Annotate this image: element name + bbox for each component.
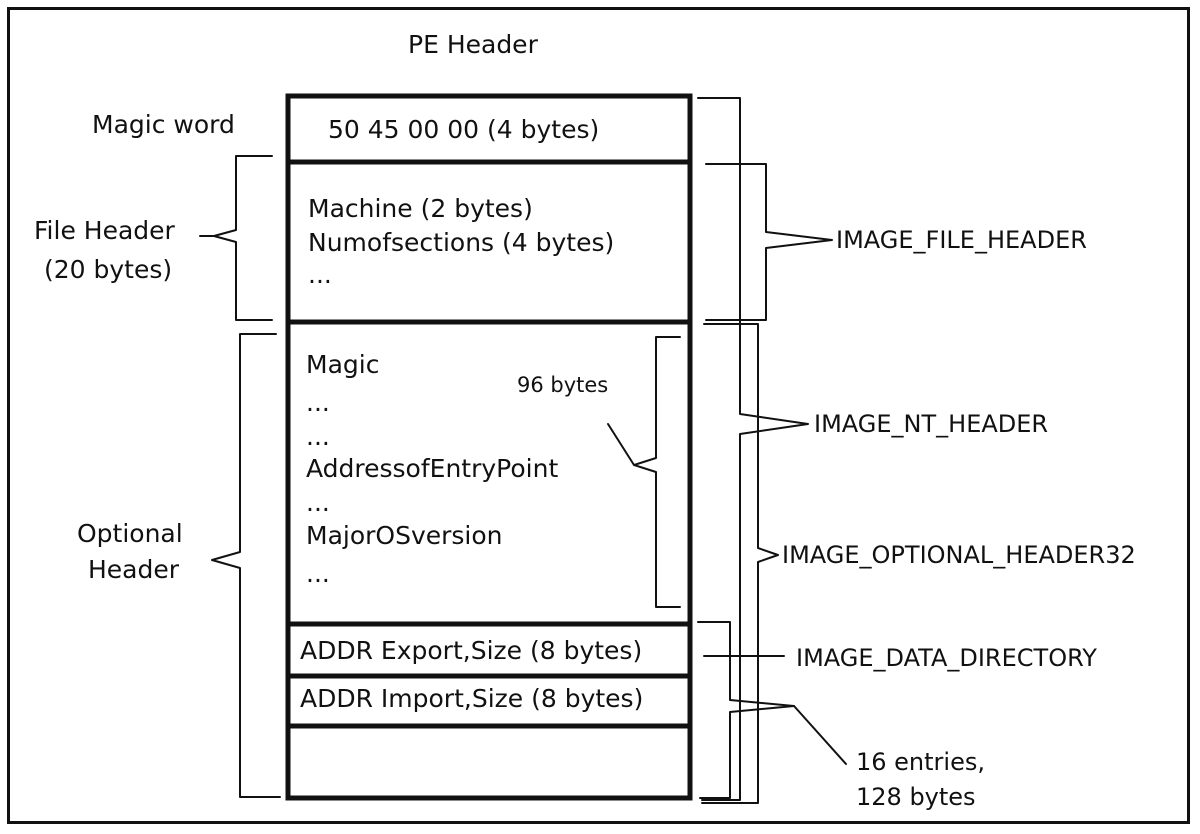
- optional-field-addressofentrypoint: AddressofEntryPoint: [306, 454, 559, 483]
- optional-field-ellipsis-4: ...: [306, 559, 330, 588]
- optional-field-majorosversion: MajorOSversion: [306, 521, 503, 550]
- file-header-ellipsis: ...: [308, 260, 332, 289]
- entries-pointer: [793, 705, 847, 765]
- file-header-brace: [213, 155, 273, 321]
- diagram-title: PE Header: [408, 30, 538, 59]
- magic-word-label: Magic word: [92, 110, 235, 139]
- diagram-frame: [7, 7, 1190, 824]
- bytes96-brace: [633, 336, 681, 608]
- data-directory-import: ADDR Import,Size (8 bytes): [300, 684, 644, 713]
- optional-header-label-line1: Optional: [77, 519, 183, 548]
- optional-header-brace: [211, 333, 281, 798]
- image-optional-header32-brace: [701, 323, 779, 804]
- image-nt-header-label: IMAGE_NT_HEADER: [814, 410, 1049, 438]
- file-header-label: File Header: [34, 216, 175, 245]
- file-header-size-label: (20 bytes): [44, 255, 173, 284]
- pe-header-outline: [285, 93, 693, 801]
- optional-field-ellipsis-1: ...: [306, 388, 330, 417]
- file-header-numofsections: Numofsections (4 bytes): [308, 228, 615, 257]
- data-directory-export: ADDR Export,Size (8 bytes): [300, 636, 643, 665]
- optional-field-ellipsis-3: ...: [306, 488, 330, 517]
- file-header-machine: Machine (2 bytes): [308, 194, 533, 223]
- image-optional-header32-label: IMAGE_OPTIONAL_HEADER32: [782, 541, 1136, 569]
- entries-count-label: 16 entries,: [856, 748, 985, 776]
- magic-word-value: 50 45 00 00 (4 bytes): [328, 115, 600, 144]
- bytes96-pointer: [607, 423, 635, 466]
- image-file-header-brace: [705, 163, 833, 321]
- optional-field-magic: Magic: [306, 350, 380, 379]
- image-nt-header-brace: [697, 97, 809, 801]
- optional-field-ellipsis-2: ...: [306, 422, 330, 451]
- entries-size-label: 128 bytes: [856, 783, 976, 811]
- data-directory-brace: [697, 621, 795, 799]
- optional-header-label-line2: Header: [88, 555, 180, 584]
- image-file-header-label: IMAGE_FILE_HEADER: [836, 226, 1087, 254]
- bytes96-label: 96 bytes: [517, 373, 609, 397]
- image-data-directory-label: IMAGE_DATA_DIRECTORY: [796, 644, 1097, 672]
